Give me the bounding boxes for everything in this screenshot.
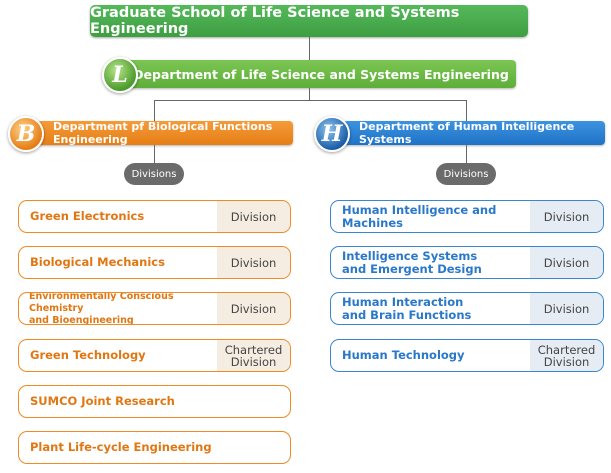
b-logo-letter: B — [16, 121, 36, 147]
division-type: Division — [530, 293, 603, 324]
left-divisions-label: Divisions — [131, 168, 177, 180]
human-intelligence-department-label: Department of Human Intelligence Systems — [359, 120, 575, 146]
department-main-bar: Department of Life Science and Systems E… — [126, 60, 516, 88]
division-row-human-interaction[interactable]: Human Interaction and Brain Functions Di… — [330, 292, 604, 325]
division-type-line-2: Division — [230, 354, 277, 369]
connector-line — [154, 100, 155, 121]
division-name: Human Interaction and Brain Functions — [331, 293, 530, 324]
connector-line — [466, 145, 467, 163]
division-name-line-1: Environmentally Conscious Chemistry — [29, 292, 174, 314]
division-name-line-1: Human Interaction — [342, 294, 464, 309]
division-row-environmentally-conscious-chemistry[interactable]: Environmentally Conscious Chemistry and … — [18, 292, 291, 325]
b-logo-icon: B — [8, 116, 44, 152]
right-divisions-label: Divisions — [443, 168, 489, 180]
division-name: Intelligence Systems and Emergent Design — [331, 247, 530, 278]
division-type: Division — [530, 201, 603, 232]
division-row-green-electronics[interactable]: Green Electronics Division — [18, 200, 291, 233]
division-type: Chartered Division — [217, 340, 290, 371]
division-name: Human Technology — [342, 348, 465, 362]
connector-line — [309, 37, 310, 60]
division-name: Plant Life-cycle Engineering — [30, 440, 212, 454]
division-name: Green Electronics — [30, 209, 145, 223]
department-main-label: Department of Life Science and Systems E… — [133, 66, 509, 82]
division-row-sumco-joint-research[interactable]: SUMCO Joint Research — [18, 385, 291, 418]
division-type: Division — [217, 293, 290, 324]
division-row-human-technology[interactable]: Human Technology Chartered Division — [330, 339, 604, 372]
graduate-school-title: Graduate School of Life Science and Syst… — [90, 5, 528, 37]
l-logo-letter: L — [112, 62, 128, 88]
h-logo-icon: H — [314, 116, 350, 152]
division-name: Human Intelligence and Machines — [342, 202, 497, 230]
connector-line — [154, 100, 467, 101]
l-logo-icon: L — [102, 57, 138, 93]
division-name: Green Technology — [30, 348, 146, 362]
division-name: SUMCO Joint Research — [30, 394, 175, 408]
left-divisions-pill: Divisions — [124, 163, 184, 185]
division-row-biological-mechanics[interactable]: Biological Mechanics Division — [18, 246, 291, 279]
division-name: Environmentally Conscious Chemistry and … — [19, 293, 217, 324]
connector-line — [466, 100, 467, 121]
h-logo-letter: H — [321, 121, 343, 147]
division-type-line-1: Chartered — [537, 342, 596, 357]
division-row-intelligence-systems[interactable]: Intelligence Systems and Emergent Design… — [330, 246, 604, 279]
division-type: Division — [530, 247, 603, 278]
division-type: Division — [217, 247, 290, 278]
biological-functions-department-bar: Department pf Biological Functions Engin… — [37, 120, 293, 146]
division-row-human-intelligence-and-machines[interactable]: Human Intelligence and Machines Division — [330, 200, 604, 233]
division-row-plant-life-cycle-engineering[interactable]: Plant Life-cycle Engineering — [18, 431, 291, 464]
division-type: Division — [217, 201, 290, 232]
human-intelligence-department-bar: Department of Human Intelligence Systems — [343, 120, 605, 146]
right-divisions-pill: Divisions — [436, 163, 496, 185]
biological-functions-department-label: Department pf Biological Functions Engin… — [53, 120, 273, 146]
division-name-line-2: and Brain Functions — [342, 307, 472, 322]
division-type: Chartered Division — [530, 340, 603, 371]
connector-line — [309, 88, 310, 100]
division-row-green-technology[interactable]: Green Technology Chartered Division — [18, 339, 291, 372]
division-type-line-1: Chartered — [224, 342, 283, 357]
division-type-line-2: Division — [543, 354, 590, 369]
division-name: Biological Mechanics — [30, 255, 165, 269]
division-name-line-1: Intelligence Systems — [342, 248, 478, 263]
division-name-line-2: and Emergent Design — [342, 261, 482, 276]
connector-line — [154, 145, 155, 163]
division-name-line-2: and Bioengineering — [29, 314, 134, 325]
